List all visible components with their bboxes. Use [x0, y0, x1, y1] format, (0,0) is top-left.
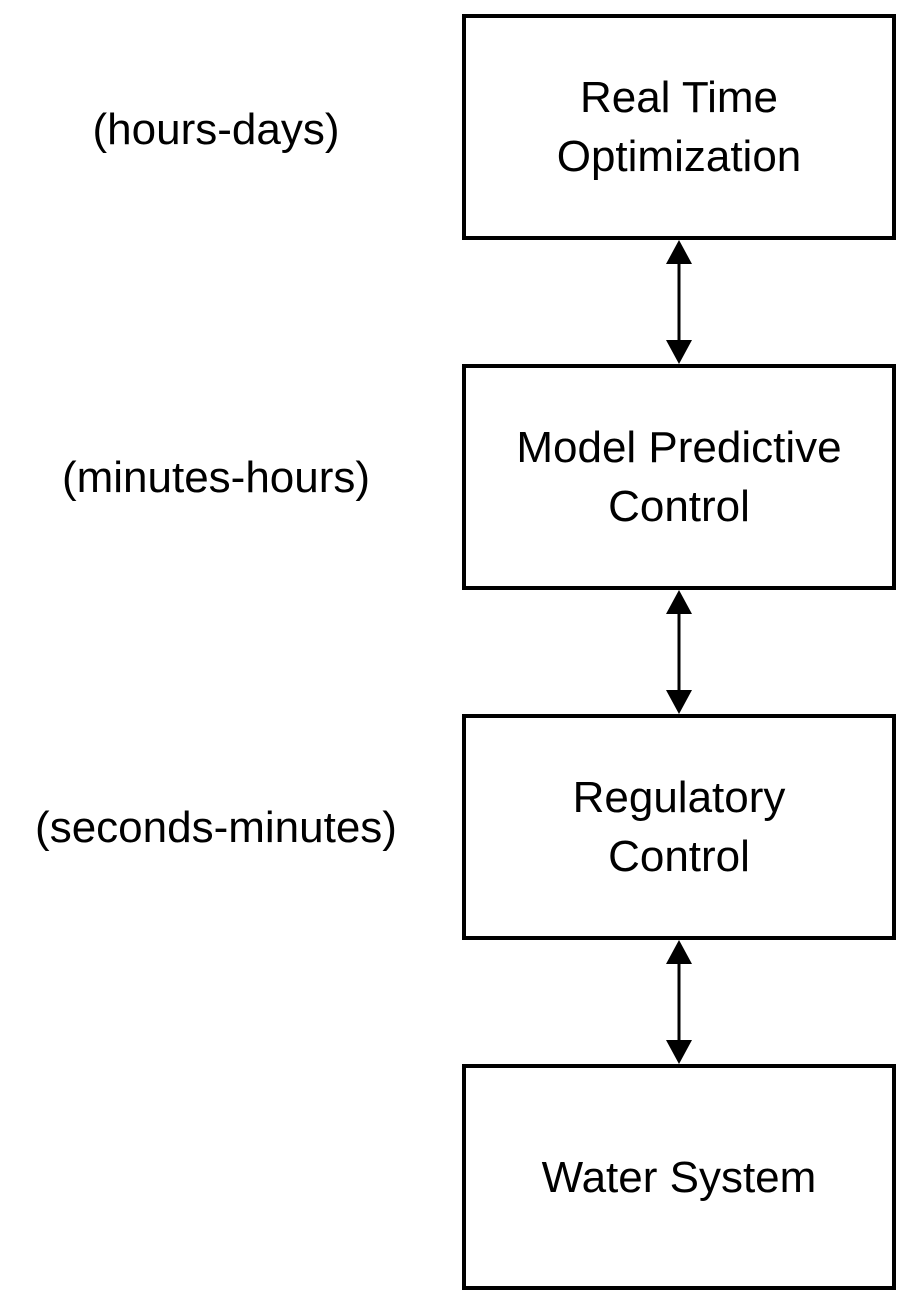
timescale-label-rto: (hours-days) [92, 105, 340, 154]
box-title-line-1: Real Time [579, 73, 779, 122]
arrow-mpc-regulatory [666, 590, 692, 714]
box-title-line-2: Optimization [556, 132, 802, 181]
box-title-line-1: Regulatory [572, 773, 786, 822]
model-predictive-control-box: Model Predictive Control [462, 364, 896, 590]
regulatory-control-box: Regulatory Control [462, 714, 896, 940]
timescale-label-regulatory: (seconds-minutes) [35, 803, 397, 852]
box-title-line-1: Water System [541, 1152, 817, 1202]
water-system-box: Water System [462, 1064, 896, 1290]
real-time-optimization-box: Real Time Optimization [462, 14, 896, 240]
timescale-label-mpc: (minutes-hours) [61, 453, 371, 502]
arrow-rto-mpc [666, 240, 692, 364]
box-title-line-1: Model Predictive [516, 423, 842, 472]
box-title-line-2: Control [608, 482, 750, 531]
box-title-line-2: Control [608, 832, 750, 881]
arrow-regulatory-water-system [666, 940, 692, 1064]
